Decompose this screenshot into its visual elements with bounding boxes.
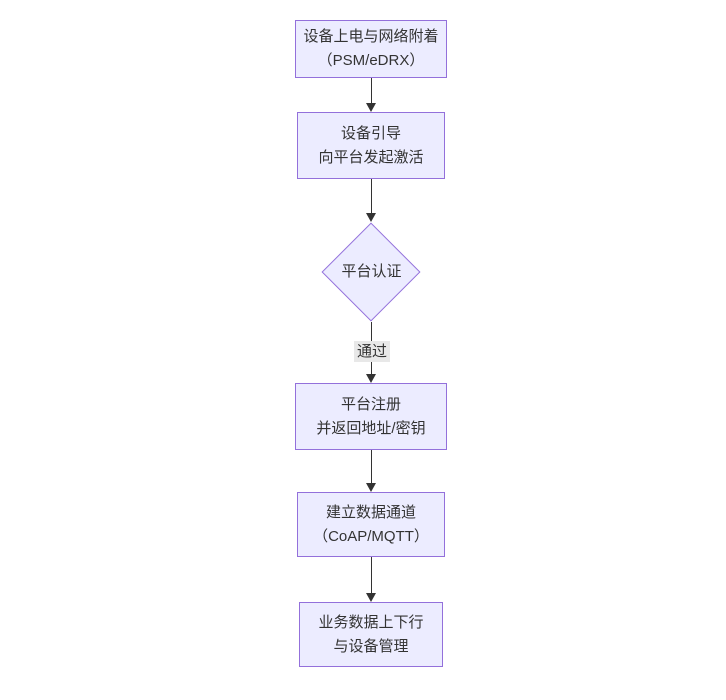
edge-line <box>371 78 372 105</box>
node-text-line: 与设备管理 <box>333 637 409 655</box>
node-text-line: 建立数据通道 <box>325 503 416 521</box>
node-text-line: 设备上电与网络附着 <box>303 28 439 45</box>
arrowhead-icon <box>366 213 376 222</box>
node-text-line: 设备引导 <box>340 124 401 142</box>
node-data-channel: 建立数据通道 （CoAP/MQTT） <box>297 492 445 557</box>
arrowhead-icon <box>366 483 376 492</box>
edge-line <box>371 450 372 485</box>
edge-line <box>371 179 372 215</box>
node-power-network-attach: 设备上电与网络附着 （PSM/eDRX） <box>295 20 447 78</box>
node-text-line: 并返回地址/密钥 <box>316 419 426 437</box>
edge-arrow-5 <box>366 557 377 602</box>
decision-label: 平台认证 <box>341 263 402 280</box>
node-platform-register: 平台注册 并返回地址/密钥 <box>295 383 447 450</box>
edge-arrow-2 <box>366 179 377 222</box>
node-text-line: 平台注册 <box>340 395 401 413</box>
node-device-bootstrap: 设备引导 向平台发起激活 <box>297 112 445 179</box>
node-text-line: （PSM/eDRX） <box>317 52 425 69</box>
arrowhead-icon <box>366 374 376 383</box>
edge-label-pass: 通过 <box>353 341 391 362</box>
edge-arrow-1 <box>366 78 377 112</box>
node-business-data-mgmt: 业务数据上下行 与设备管理 <box>299 602 443 667</box>
node-text-line: （CoAP/MQTT） <box>313 527 429 545</box>
edge-line <box>371 557 372 595</box>
arrowhead-icon <box>366 103 376 112</box>
node-text-line: 向平台发起激活 <box>318 148 424 166</box>
edge-arrow-4 <box>366 450 377 492</box>
node-text-line: 业务数据上下行 <box>318 613 424 631</box>
arrowhead-icon <box>366 593 376 602</box>
